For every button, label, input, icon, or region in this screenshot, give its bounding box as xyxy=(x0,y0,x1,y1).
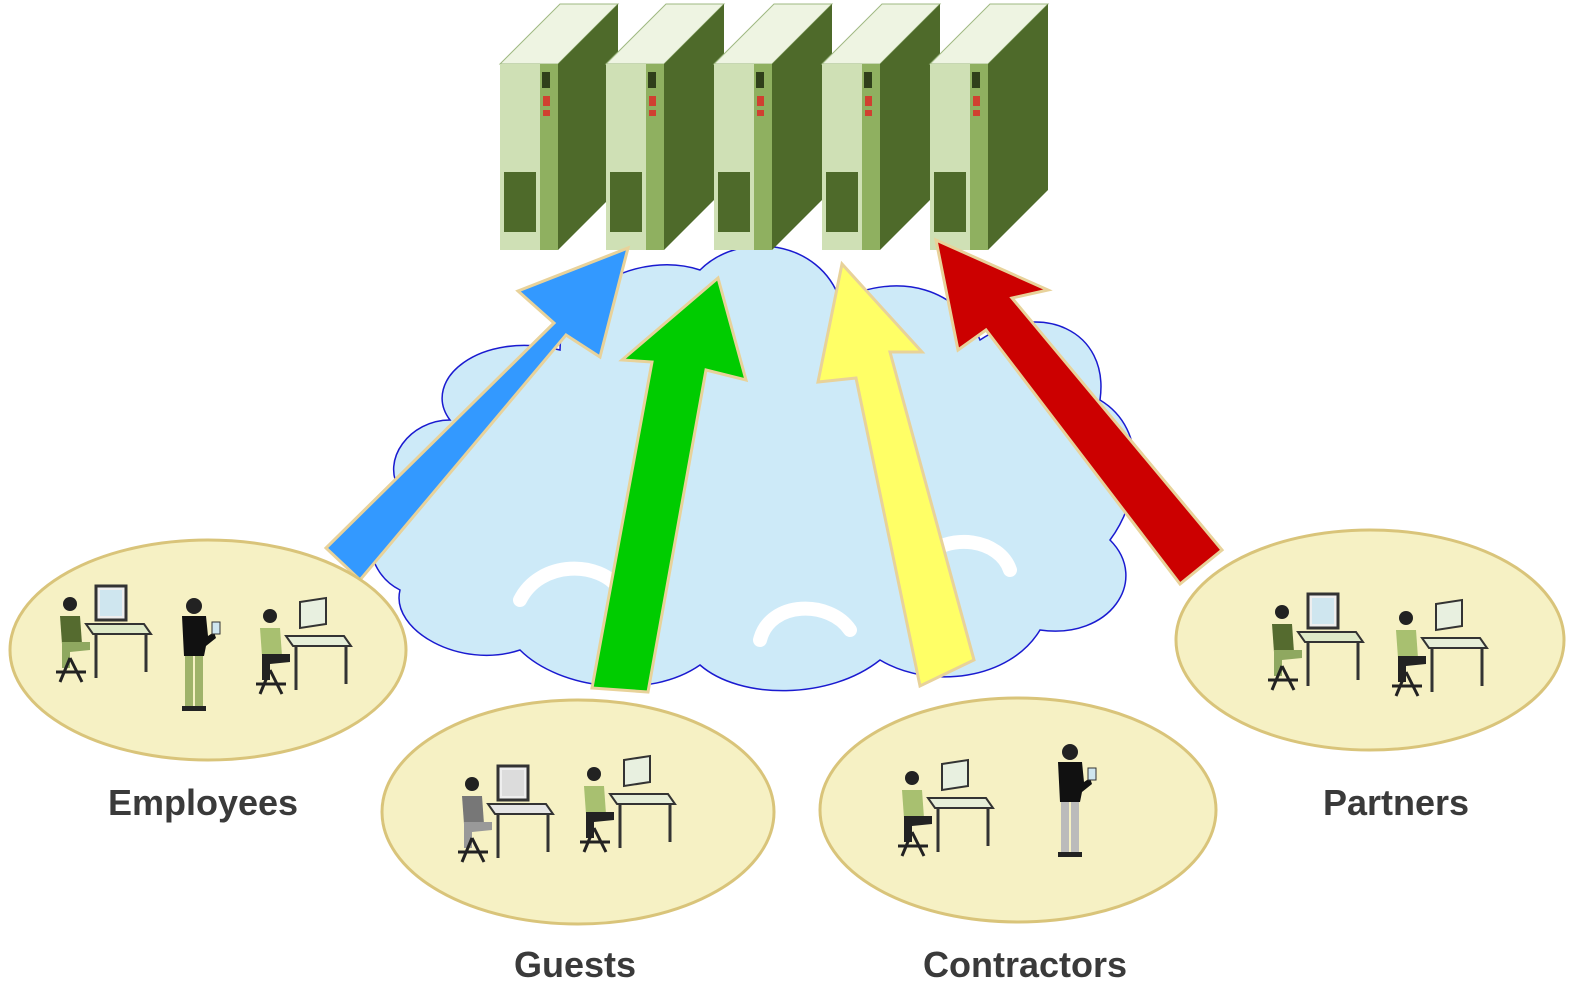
server-tower-icon xyxy=(605,3,725,251)
contractors-arrow xyxy=(816,260,976,689)
server-tower-icon xyxy=(929,3,1049,251)
contractors-group xyxy=(818,696,1218,924)
guests-label: Guests xyxy=(513,944,637,985)
guests-group xyxy=(380,698,776,926)
server-tower-icon xyxy=(713,3,833,251)
contractors-label: Contractors xyxy=(922,944,1128,985)
partners-label: Partners xyxy=(1322,782,1470,823)
partners-arrow xyxy=(933,237,1225,587)
server-rack xyxy=(499,3,1049,251)
employees-label: Employees xyxy=(107,782,299,823)
partners-group xyxy=(1174,528,1566,752)
server-tower-icon xyxy=(499,3,619,251)
guests-arrow xyxy=(590,275,749,694)
server-tower-icon xyxy=(821,3,941,251)
employees-arrow xyxy=(323,245,631,583)
